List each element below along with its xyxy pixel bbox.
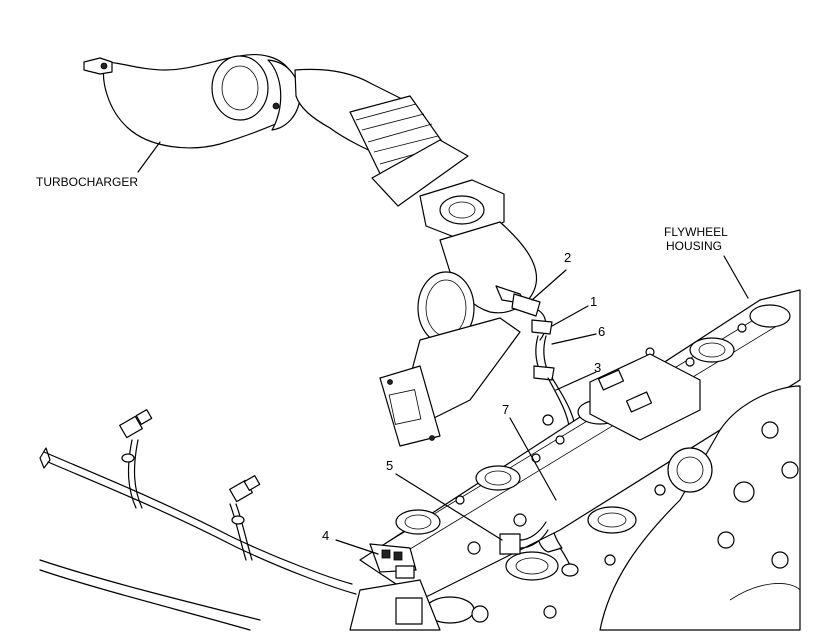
callout-3: 3 <box>594 360 601 375</box>
leader-turbocharger <box>137 141 161 173</box>
callout-2: 2 <box>564 250 571 265</box>
leader-flywheel-housing <box>723 255 749 299</box>
turbocharger-assembly <box>83 53 538 447</box>
leader-7 <box>509 417 557 501</box>
flywheel-housing-label-line1: FLYWHEEL <box>664 225 728 239</box>
flywheel-housing-label-line2: HOUSING <box>666 239 722 253</box>
callout-5: 5 <box>386 458 393 473</box>
turbocharger-label: TURBOCHARGER <box>36 175 138 189</box>
leader-4 <box>335 539 379 555</box>
leader-lines <box>137 141 749 555</box>
leader-5 <box>395 473 503 541</box>
wiring-harness <box>39 409 357 631</box>
callout-4: 4 <box>322 528 329 543</box>
leader-1 <box>551 305 589 327</box>
callout-7: 7 <box>502 402 509 417</box>
leader-3 <box>555 371 597 391</box>
callout-1: 1 <box>590 294 597 309</box>
leader-6 <box>551 333 597 345</box>
leader-2 <box>531 269 567 301</box>
engine-block <box>349 289 801 631</box>
callout-6: 6 <box>598 324 605 339</box>
connector-part-4 <box>369 543 417 579</box>
bracket-part-5 <box>499 521 549 555</box>
